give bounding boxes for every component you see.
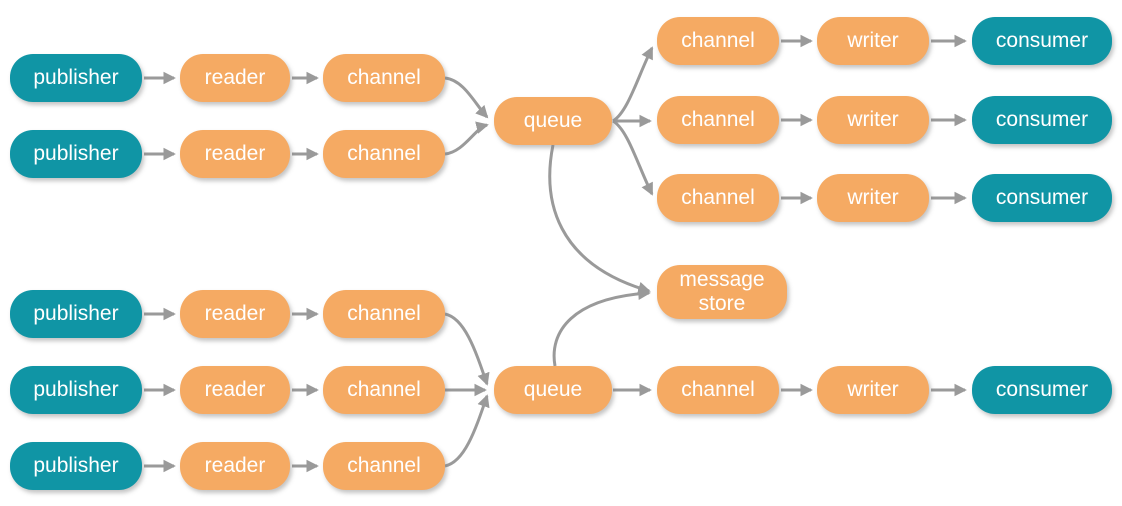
node-label: writer — [847, 186, 899, 209]
node-consumer-b: consumer — [972, 96, 1112, 144]
node-label: writer — [847, 108, 899, 131]
edge-channel-1-to-queue-1 — [444, 76, 489, 119]
node-consumer-a: consumer — [972, 17, 1112, 65]
node-label: publisher — [33, 454, 119, 477]
node-label: channel — [347, 378, 421, 401]
node-label: publisher — [33, 142, 119, 165]
node-writer-d: writer — [817, 366, 929, 414]
node-publisher-5: publisher — [10, 442, 142, 490]
node-reader-1: reader — [180, 54, 290, 102]
node-label: channel — [347, 66, 421, 89]
node-label: consumer — [995, 29, 1089, 52]
node-label: reader — [204, 454, 266, 477]
edge-queue-1-to-message-store — [548, 144, 651, 295]
node-label: channel — [681, 29, 755, 52]
node-reader-3: reader — [180, 290, 290, 338]
node-channel-2: channel — [323, 130, 445, 178]
node-channel-4: channel — [323, 366, 445, 414]
node-publisher-3: publisher — [10, 290, 142, 338]
node-label: channel — [347, 302, 421, 325]
node-label: reader — [204, 142, 266, 165]
node-reader-2: reader — [180, 130, 290, 178]
node-channel-d: channel — [657, 366, 779, 414]
node-channel-a: channel — [657, 17, 779, 65]
node-publisher-1: publisher — [10, 54, 142, 102]
node-channel-c: channel — [657, 174, 779, 222]
node-label: channel — [681, 186, 755, 209]
node-label: consumer — [995, 108, 1089, 131]
node-label: publisher — [33, 66, 119, 89]
node-label: reader — [204, 378, 266, 401]
node-label: reader — [204, 66, 266, 89]
node-channel-b: channel — [657, 96, 779, 144]
node-queue-1: queue — [494, 97, 612, 145]
node-writer-a: writer — [817, 17, 929, 65]
node-label: channel — [347, 454, 421, 477]
node-label: consumer — [995, 378, 1089, 401]
node-consumer-d: consumer — [972, 366, 1112, 414]
node-label: message store — [679, 268, 765, 315]
node-channel-5: channel — [323, 442, 445, 490]
edge-queue-2-to-message-store — [552, 287, 651, 367]
node-writer-b: writer — [817, 96, 929, 144]
node-label: publisher — [33, 378, 119, 401]
edge-channel-2-to-queue-1 — [444, 121, 489, 156]
node-publisher-4: publisher — [10, 366, 142, 414]
node-label: writer — [847, 378, 899, 401]
node-label: consumer — [995, 186, 1089, 209]
edge-queue-1-to-channel-c — [612, 119, 654, 196]
node-label: writer — [847, 29, 899, 52]
node-label: queue — [523, 109, 583, 132]
node-label: queue — [523, 378, 583, 401]
node-channel-1: channel — [323, 54, 445, 102]
node-channel-3: channel — [323, 290, 445, 338]
node-queue-2: queue — [494, 366, 612, 414]
node-label: channel — [347, 142, 421, 165]
node-writer-c: writer — [817, 174, 929, 222]
node-label: publisher — [33, 302, 119, 325]
node-consumer-c: consumer — [972, 174, 1112, 222]
node-label: reader — [204, 302, 266, 325]
edge-channel-3-to-queue-2 — [444, 312, 490, 386]
node-reader-4: reader — [180, 366, 290, 414]
node-label: channel — [681, 108, 755, 131]
edge-channel-5-to-queue-2 — [444, 394, 490, 468]
node-reader-5: reader — [180, 442, 290, 490]
node-message-store: message store — [657, 265, 787, 319]
node-publisher-2: publisher — [10, 130, 142, 178]
node-label: channel — [681, 378, 755, 401]
edge-queue-1-to-channel-a — [612, 46, 654, 123]
